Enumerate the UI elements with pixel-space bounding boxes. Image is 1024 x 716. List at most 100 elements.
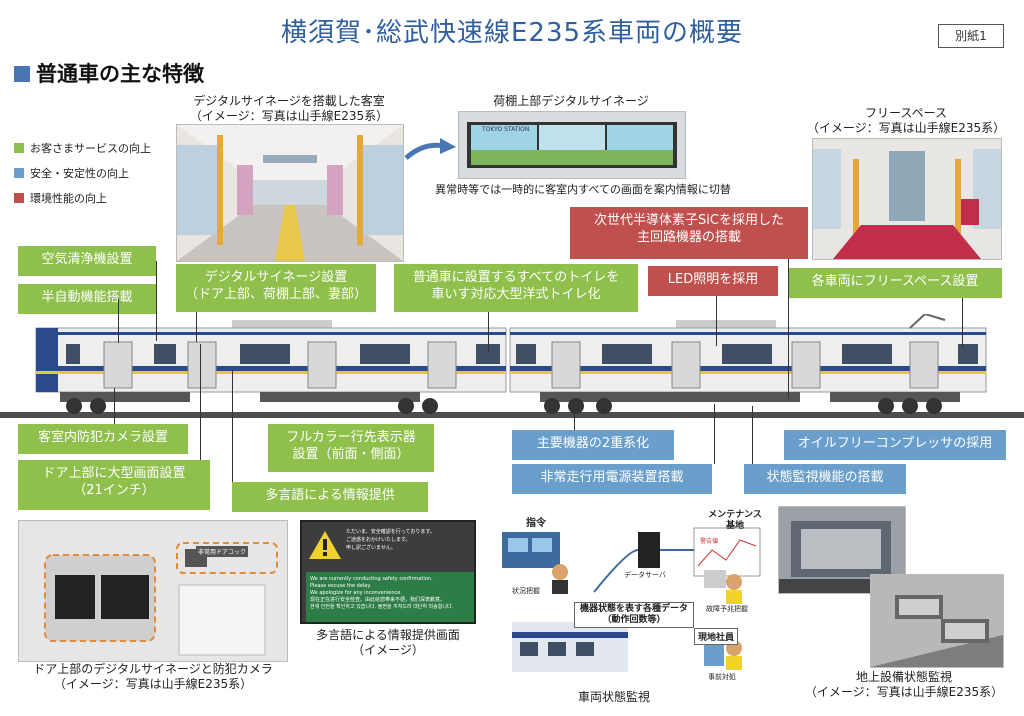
multilang-jp-line1: ただいま、安全確認を行っております。	[346, 529, 435, 535]
diagram-failure-label: 故障予兆把握	[706, 605, 748, 613]
feature-semi-auto: 半自動機能搭載	[18, 284, 156, 314]
multilang-cn: 现在正在进行安全检查。由此给您带来不便，我们深表歉意。	[310, 597, 446, 603]
connector-line	[114, 388, 115, 424]
feature-monitoring: 状態監視機能の搭載	[744, 464, 906, 494]
cabin-photo	[176, 124, 404, 262]
legend-label: お客さまサービスの向上	[30, 142, 151, 155]
diagram-maintenance-label: メンテナンス 基地	[700, 510, 770, 532]
feature-fullcolor: フルカラー行先表示器 設置（前面・側面）	[268, 424, 434, 472]
multilang-jp-line3: 申し訳ございません。	[346, 545, 396, 551]
freespace-caption-line1: フリースペース	[865, 106, 947, 120]
door-sticker-text: 非常用ドアコック	[196, 546, 249, 557]
feature-signage-line2: （ドア上部、荷棚上部、妻部）	[184, 287, 367, 302]
freespace-photo	[812, 138, 1002, 260]
diagram-warning-label: 警告値	[700, 538, 719, 545]
legend-item-environment: 環境性能の向上	[14, 190, 107, 206]
legend-label: 環境性能の向上	[30, 192, 107, 205]
multilang-kr: 현재 안전을 확인하고 있습니다. 불편을 끼쳐드려 대단히 죄송합니다.	[310, 604, 454, 610]
diagram-command-label: 指令	[526, 518, 546, 529]
multilang-caption: 多言語による情報提供画面 （イメージ）	[296, 628, 480, 658]
multilang-en-line1: We are currently conducting safety confi…	[310, 576, 433, 582]
feature-oilfree: オイルフリーコンプレッサの採用	[784, 430, 1006, 460]
diagram-data-line2: （動作回数等）	[602, 615, 666, 625]
legend-item-service: お客さまサービスの向上	[14, 140, 151, 156]
feature-multilang: 多言語による情報提供	[232, 482, 428, 512]
multilang-en-line3: We apologize for any inconvenience.	[310, 590, 402, 596]
diagram-maintenance-line2: 基地	[725, 521, 744, 531]
feature-signage: デジタルサイネージ設置 （ドア上部、荷棚上部、妻部）	[176, 264, 376, 312]
monitoring-diagram	[498, 510, 778, 686]
multilang-other: We are currently conducting safety confi…	[310, 576, 472, 611]
connector-line	[118, 299, 119, 343]
diagram-staff-label: 現地社員	[694, 628, 739, 645]
attachment-badge: 別紙1	[938, 24, 1004, 48]
feature-fullcolor-line2: 設置（前面・側面）	[292, 447, 410, 462]
diagram-action-label: 事前対処	[708, 673, 736, 681]
train-illustration	[0, 314, 1024, 424]
door-signage-caption: ドア上部のデジタルサイネージと防犯カメラ （イメージ：写真は山手線E235系）	[10, 662, 296, 692]
section-marker-icon	[14, 66, 30, 82]
multilang-screen: ただいま、安全確認を行っております。 ご迷惑をおかけいたします。 申し訳ございま…	[300, 520, 476, 624]
section-title: 普通車の主な特徴	[14, 58, 204, 88]
signage-caption: 荷棚上部デジタルサイネージ	[493, 94, 649, 108]
feature-signage-line1: デジタルサイネージ設置	[204, 270, 348, 285]
legend-swatch-red	[14, 193, 24, 203]
connector-line	[232, 370, 233, 490]
door-caption-line2: （イメージ：写真は山手線E235系）	[53, 677, 253, 691]
multilang-caption-line1: 多言語による情報提供画面	[316, 628, 460, 642]
ground-caption-line2: （イメージ：写真は山手線E235系）	[804, 685, 1004, 699]
signage-note: 異常時等では一時的に客室内すべての画面を案内情報に切替	[435, 183, 731, 196]
door-signage-photo	[18, 520, 288, 662]
legend-swatch-blue	[14, 168, 24, 178]
feature-free-space: 各車両にフリースペース設置	[788, 268, 1002, 298]
section-title-text: 普通車の主な特徴	[36, 62, 204, 86]
cabin-caption: デジタルサイネージを搭載した客室 （イメージ：写真は山手線E235系）	[176, 94, 402, 124]
diagram-data-line1: 機器状態を表す各種データ	[579, 604, 688, 614]
signage-screen-text: TOKYO STATION	[482, 126, 530, 133]
feature-sic-line1: 次世代半導体素子SiCを採用した	[594, 213, 784, 228]
feature-door-screen: ドア上部に大型画面設置 （21インチ）	[18, 460, 210, 510]
legend-label: 安全・安定性の向上	[30, 167, 129, 180]
page-title: 横須賀･総武快速線E235系車両の概要	[280, 18, 744, 48]
multilang-jp: ただいま、安全確認を行っております。 ご迷惑をおかけいたします。 申し訳ございま…	[346, 528, 472, 552]
feature-toilet-line2: 車いす対応大型洋式トイレ化	[431, 287, 601, 302]
connector-line	[714, 404, 715, 464]
feature-sic: 次世代半導体素子SiCを採用した 主回路機器の搭載	[570, 207, 808, 259]
signage-photo	[458, 111, 686, 179]
legend-item-safety: 安全・安定性の向上	[14, 165, 129, 181]
connector-line	[574, 404, 575, 430]
legend-swatch-green	[14, 143, 24, 153]
connector-line	[962, 298, 963, 348]
multilang-en-line2: Please excuse the delay.	[310, 583, 372, 589]
ground-caption: 地上設備状態監視 （イメージ：写真は山手線E235系）	[794, 670, 1014, 700]
connector-line	[156, 261, 157, 341]
connector-line	[752, 406, 753, 466]
cabin-caption-line2: （イメージ：写真は山手線E235系）	[189, 109, 389, 123]
connector-line	[488, 312, 489, 352]
diagram-situation-label: 状況把握	[512, 587, 540, 595]
feature-emergency-power: 非常走行用電源装置搭載	[512, 464, 712, 494]
feature-fullcolor-line1: フルカラー行先表示器	[286, 430, 416, 445]
feature-door-screen-line2: （21インチ）	[73, 483, 155, 498]
feature-dual: 主要機器の2重系化	[512, 430, 674, 460]
feature-sic-line2: 主回路機器の搭載	[636, 230, 741, 245]
feature-camera: 客室内防犯カメラ設置	[18, 424, 188, 454]
ground-photo-2	[870, 574, 1004, 668]
feature-air-purifier: 空気清浄機設置	[18, 246, 156, 276]
connector-line	[788, 259, 789, 399]
feature-led: LED照明を採用	[648, 266, 778, 296]
connector-line	[200, 344, 201, 464]
ground-caption-line1: 地上設備状態監視	[855, 670, 952, 684]
feature-door-screen-line1: ドア上部に大型画面設置	[42, 466, 186, 481]
feature-toilet: 普通車に設置するすべてのトイレを 車いす対応大型洋式トイレ化	[394, 264, 638, 312]
connector-line	[196, 312, 197, 342]
cabin-caption-line1: デジタルサイネージを搭載した客室	[193, 94, 385, 108]
diagram-data-server-label: データサーバ	[624, 571, 666, 579]
diagram-caption: 車両状態監視	[577, 690, 650, 704]
freespace-caption-line2: （イメージ：写真は山手線E235系）	[806, 121, 1006, 135]
warning-icon	[308, 530, 342, 560]
connector-line	[716, 296, 717, 346]
multilang-jp-line2: ご迷惑をおかけいたします。	[346, 537, 411, 543]
arrow-icon	[404, 138, 456, 162]
feature-toilet-line1: 普通車に設置するすべてのトイレを	[412, 270, 620, 285]
